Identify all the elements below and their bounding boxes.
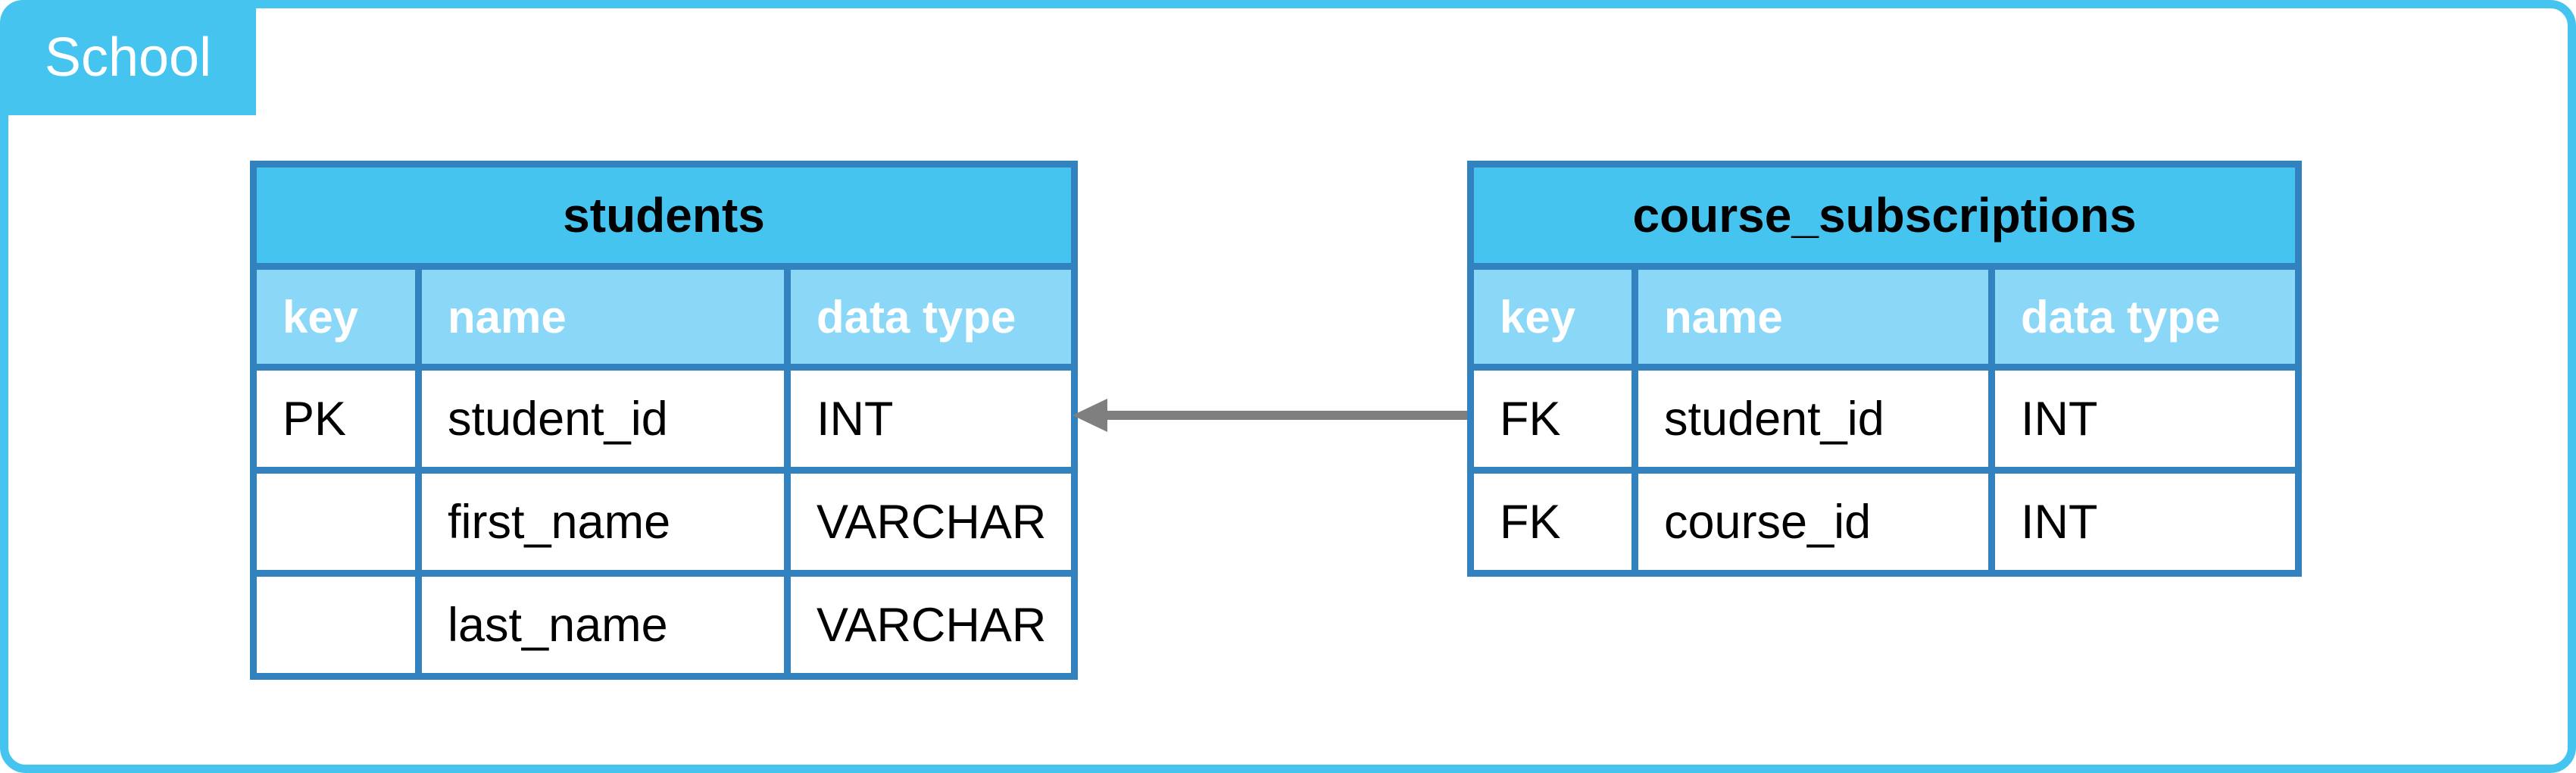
table-title: course_subscriptions xyxy=(1466,161,2303,270)
column-header-datatype: data type xyxy=(783,263,1079,371)
column-header-key: key xyxy=(1467,263,1638,371)
course-subscriptions-table: course_subscriptions key name data type … xyxy=(1466,161,2303,577)
cell-datatype: VARCHAR xyxy=(783,570,1079,680)
table-row: PK student_id INT xyxy=(250,364,1079,474)
column-header-key: key xyxy=(250,263,422,371)
cell-key: PK xyxy=(250,364,422,474)
table-row: FK student_id INT xyxy=(1467,364,2303,474)
cell-name: course_id xyxy=(1631,467,1995,577)
column-header-row: key name data type xyxy=(1467,263,2303,371)
table-title-row: students xyxy=(249,161,1079,270)
table-title: students xyxy=(249,161,1079,270)
cell-datatype: INT xyxy=(783,364,1079,474)
cell-name: student_id xyxy=(1631,364,1995,474)
cell-key xyxy=(250,467,422,577)
school-frame-tab: School xyxy=(0,0,256,115)
cell-datatype: INT xyxy=(1987,467,2303,577)
cell-key: FK xyxy=(1467,467,1638,577)
frame-label: School xyxy=(44,27,212,88)
cell-key: FK xyxy=(1467,364,1638,474)
table-title-row: course_subscriptions xyxy=(1466,161,2303,270)
column-header-datatype: data type xyxy=(1987,263,2303,371)
table-row: FK course_id INT xyxy=(1467,467,2303,577)
cell-name: first_name xyxy=(415,467,791,577)
column-header-name: name xyxy=(1631,263,1995,371)
cell-key xyxy=(250,570,422,680)
table-row: last_name VARCHAR xyxy=(250,570,1079,680)
cell-datatype: INT xyxy=(1987,364,2303,474)
column-header-row: key name data type xyxy=(250,263,1079,371)
column-header-name: name xyxy=(415,263,791,371)
table-row: first_name VARCHAR xyxy=(250,467,1079,577)
cell-datatype: VARCHAR xyxy=(783,467,1079,577)
relationship-arrow-icon xyxy=(1073,399,1467,432)
cell-name: student_id xyxy=(415,364,791,474)
students-table: students key name data type PK student_i… xyxy=(249,161,1079,680)
cell-name: last_name xyxy=(415,570,791,680)
